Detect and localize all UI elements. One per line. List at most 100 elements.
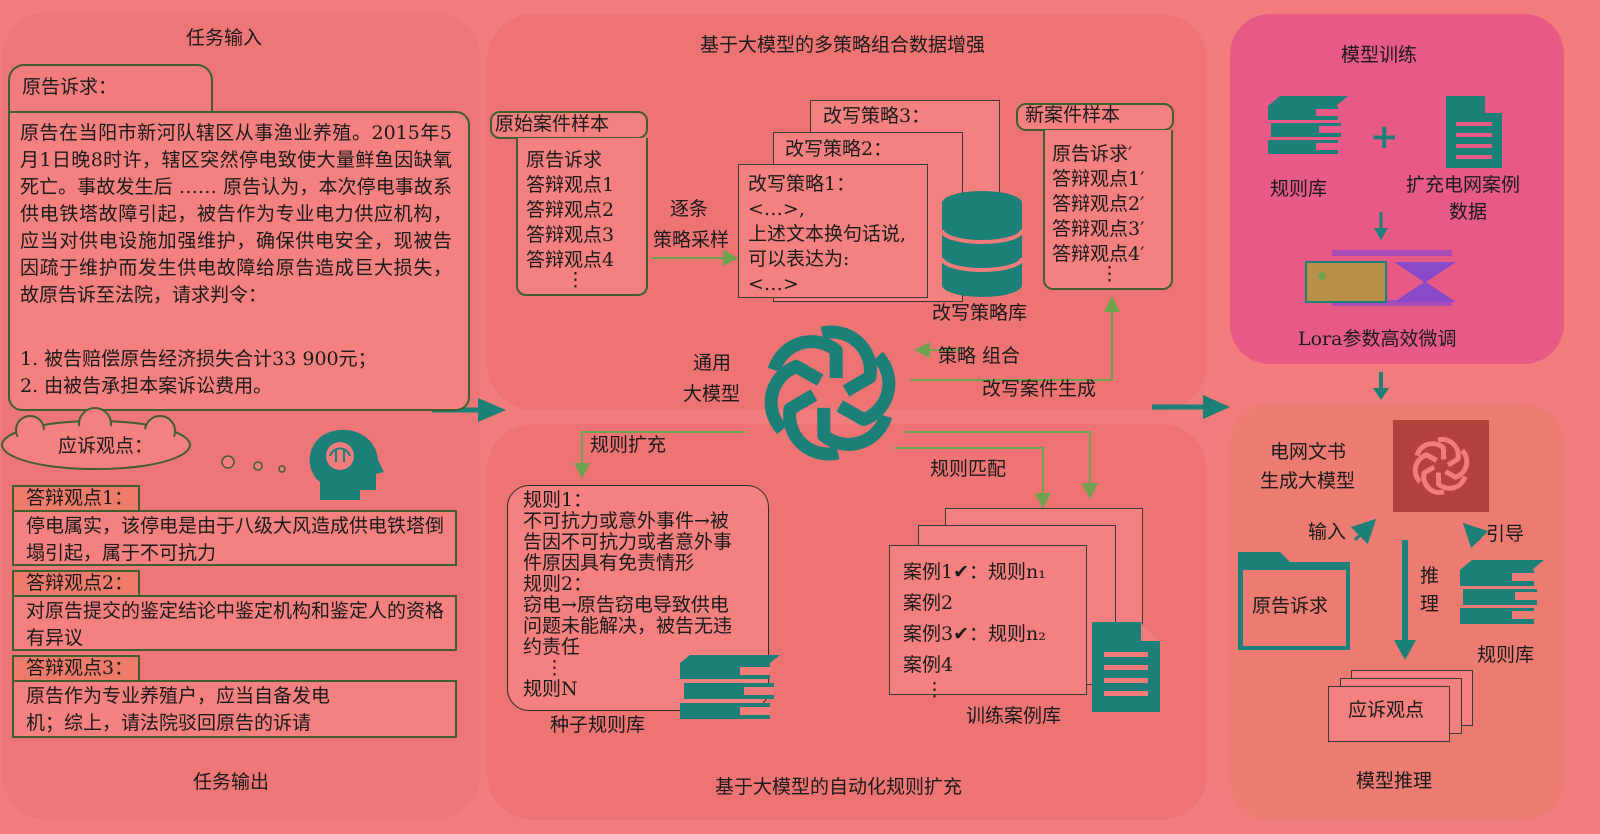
strategy1-line: 上述文本换句话说, — [748, 223, 907, 245]
rule-line: 约责任 — [523, 636, 581, 658]
response-cloud-label: 应诉观点： — [58, 435, 154, 457]
new-item: 答辩观点4′ — [1052, 243, 1145, 265]
defense1-label: 答辩观点1： — [26, 487, 134, 509]
strategy-db-label: 改写策略库 — [932, 302, 1028, 324]
new-scroll-title: 新案件样本 — [1025, 104, 1121, 126]
response-sheet-1 — [1328, 686, 1450, 742]
case-line: ⋮ — [925, 679, 944, 701]
strategy1-sheet — [738, 164, 928, 298]
new-item: 原告诉求′ — [1052, 143, 1133, 165]
new-item: 答辩观点2′ — [1052, 193, 1145, 215]
case-line: 案例4 — [903, 654, 954, 676]
case-line: 案例1✔：规则n₁ — [903, 561, 1046, 583]
arrow-to-llm — [478, 398, 506, 422]
llm-label-1: 通用 — [693, 352, 732, 374]
new-items: 原告诉求′ 答辩观点1′ 答辩观点2′ 答辩观点3′ 答辩观点4′ ⋮ — [1052, 142, 1145, 285]
rule-line: 规则1： — [523, 489, 593, 511]
defense3-text: 原告作为专业养殖户，应当自备发电机；综上，请法院驳回原告的诉请 — [26, 685, 331, 734]
complaint-tab-label: 原告诉求： — [22, 76, 118, 98]
defense3-box — [12, 680, 457, 738]
input-label: 输入 — [1308, 521, 1347, 543]
orig-scroll-body — [516, 138, 648, 296]
defense1-tab — [12, 485, 140, 511]
rule-line: 规则2： — [523, 573, 593, 595]
inference-rule-lib-label: 规则库 — [1477, 644, 1535, 666]
training-title: 模型训练 — [1341, 44, 1418, 66]
sample-label-2: 策略采样 — [653, 229, 730, 251]
combo-label: 策略 组合 — [938, 345, 1021, 367]
case-line: 案例2 — [903, 592, 954, 614]
case-line: 案例3✔：规则n₂ — [903, 623, 1046, 645]
defense3-label: 答辩观点3： — [26, 657, 134, 679]
augment-title: 基于大模型的多策略组合数据增强 — [700, 34, 986, 56]
orig-item: 原告诉求 — [526, 149, 603, 171]
defense2-box — [12, 595, 457, 651]
orig-item: 答辩观点1 — [526, 174, 615, 196]
complaint-folder-label: 原告诉求 — [1252, 595, 1329, 617]
rule-lines: 规则1： 不可抗力或意外事件→被 告因不可抗力或者意外事 件原因具有免责情形 规… — [523, 490, 732, 700]
expand-label: 规则扩充 — [590, 434, 667, 456]
complaint-box — [8, 111, 470, 411]
complaint-tab — [8, 64, 213, 112]
claim-2: 2. 由被告承担本案诉讼费用。 — [20, 375, 273, 397]
strategy1-label: 改写策略1： — [748, 173, 856, 195]
orig-item: 答辩观点4 — [526, 249, 615, 271]
orig-item: 答辩观点3 — [526, 224, 615, 246]
defense1-text: 停电属实，该停电是由于八级大风造成供电铁塔倒塌引起，属于不可抗力 — [26, 515, 445, 564]
strategy1-line: <…>, — [748, 198, 805, 220]
guide-label: 引导 — [1486, 523, 1525, 545]
rule-line: 规则N — [523, 678, 578, 700]
rule-line: 件原因具有免责情形 — [523, 552, 695, 574]
strategy3-label: 改写策略3： — [823, 105, 931, 127]
case-sheet-1 — [889, 545, 1087, 695]
rule-line: 问题未能解决，被告无违 — [523, 615, 733, 637]
case-lines: 案例1✔：规则n₁ 案例2 案例3✔：规则n₂ 案例4 ⋮ — [903, 557, 1046, 701]
output-title: 任务输出 — [193, 771, 270, 793]
input-title: 任务输入 — [186, 27, 263, 49]
complaint-text: 原告在当阳市新河队辖区从事渔业养殖。2015年5月1日晚8时许，辖区突然停电致使… — [20, 122, 452, 306]
plus-sign: + — [1370, 117, 1399, 157]
response-label: 应诉观点 — [1348, 699, 1425, 721]
orig-scroll-title: 原始案件样本 — [495, 113, 610, 135]
expand-data-label-1: 扩充电网案例 — [1406, 174, 1521, 196]
expand-data-label-2: 数据 — [1449, 201, 1488, 223]
sample-label-1: 逐条 — [670, 198, 709, 220]
grid-model-box — [1393, 420, 1489, 512]
strategy2-label: 改写策略2： — [785, 138, 893, 160]
new-item: 答辩观点1′ — [1052, 168, 1145, 190]
seed-lib-label: 种子规则库 — [550, 714, 646, 736]
infer-label-2: 理 — [1420, 593, 1440, 615]
inference-title: 模型推理 — [1356, 770, 1433, 792]
train-lib-label: 训练案例库 — [966, 705, 1062, 727]
strategy1-line: 可以表达为: — [748, 248, 850, 270]
training-rule-lib-label: 规则库 — [1270, 178, 1328, 200]
strategy1-line: <…> — [748, 273, 799, 295]
grid-model-label-2: 生成大模型 — [1260, 470, 1356, 492]
new-scroll-body — [1043, 130, 1173, 290]
llm-label-2: 大模型 — [683, 383, 741, 405]
grid-model-label-1: 电网文书 — [1270, 441, 1347, 463]
infer-label-1: 推 — [1420, 565, 1440, 587]
rule-line: 不可抗力或意外事件→被 — [523, 510, 729, 532]
arrow-to-training — [1203, 395, 1230, 419]
new-item: ⋮ — [1100, 263, 1119, 285]
orig-items: 原告诉求 答辩观点1 答辩观点2 答辩观点3 答辩观点4 ⋮ — [526, 148, 615, 290]
rule-line: 窃电→原告窃电导致供电 — [523, 594, 729, 616]
new-item: 答辩观点3′ — [1052, 218, 1145, 240]
lora-label: Lora参数高效微调 — [1298, 328, 1457, 350]
rule-line: 告因不可抗力或者意外事 — [523, 531, 733, 553]
gen-label: 改写案件生成 — [982, 378, 1097, 400]
orig-item: 答辩观点2 — [526, 199, 615, 221]
